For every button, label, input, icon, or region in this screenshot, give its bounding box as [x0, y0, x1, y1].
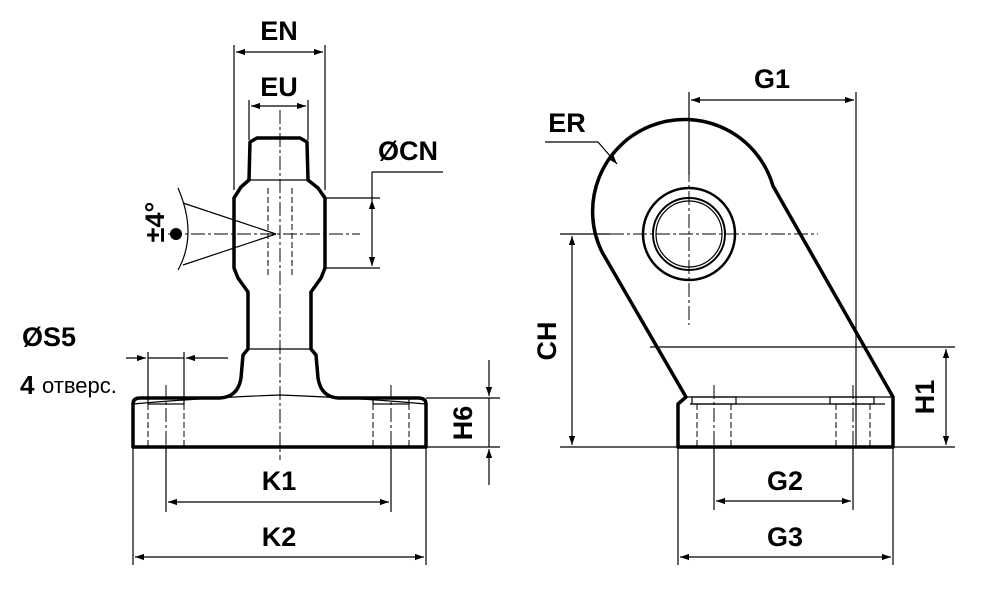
label-h6: H6 [448, 406, 478, 441]
front-view [131, 110, 428, 460]
label-holes-count: 4 [20, 370, 35, 400]
label-k2: K2 [262, 522, 297, 552]
label-angle: ±4° [140, 202, 170, 243]
label-g3: G3 [767, 522, 803, 552]
label-s5: ØS5 [22, 322, 76, 352]
side-view-outline [590, 117, 895, 449]
label-g1: G1 [754, 64, 790, 94]
label-ch: CH [532, 322, 562, 361]
label-cn: ØCN [378, 136, 438, 166]
label-g2: G2 [767, 466, 803, 496]
front-view-outline [131, 136, 428, 449]
label-k1: K1 [262, 466, 297, 496]
label-h1: H1 [910, 380, 940, 415]
side-view [590, 117, 895, 460]
label-eu: EU [260, 72, 298, 102]
label-er: ER [548, 108, 586, 138]
side-view-dimensions [545, 92, 955, 565]
label-en: EN [260, 16, 298, 46]
front-view-dimensions [126, 45, 500, 565]
label-holes-text: отверс. [42, 373, 117, 398]
